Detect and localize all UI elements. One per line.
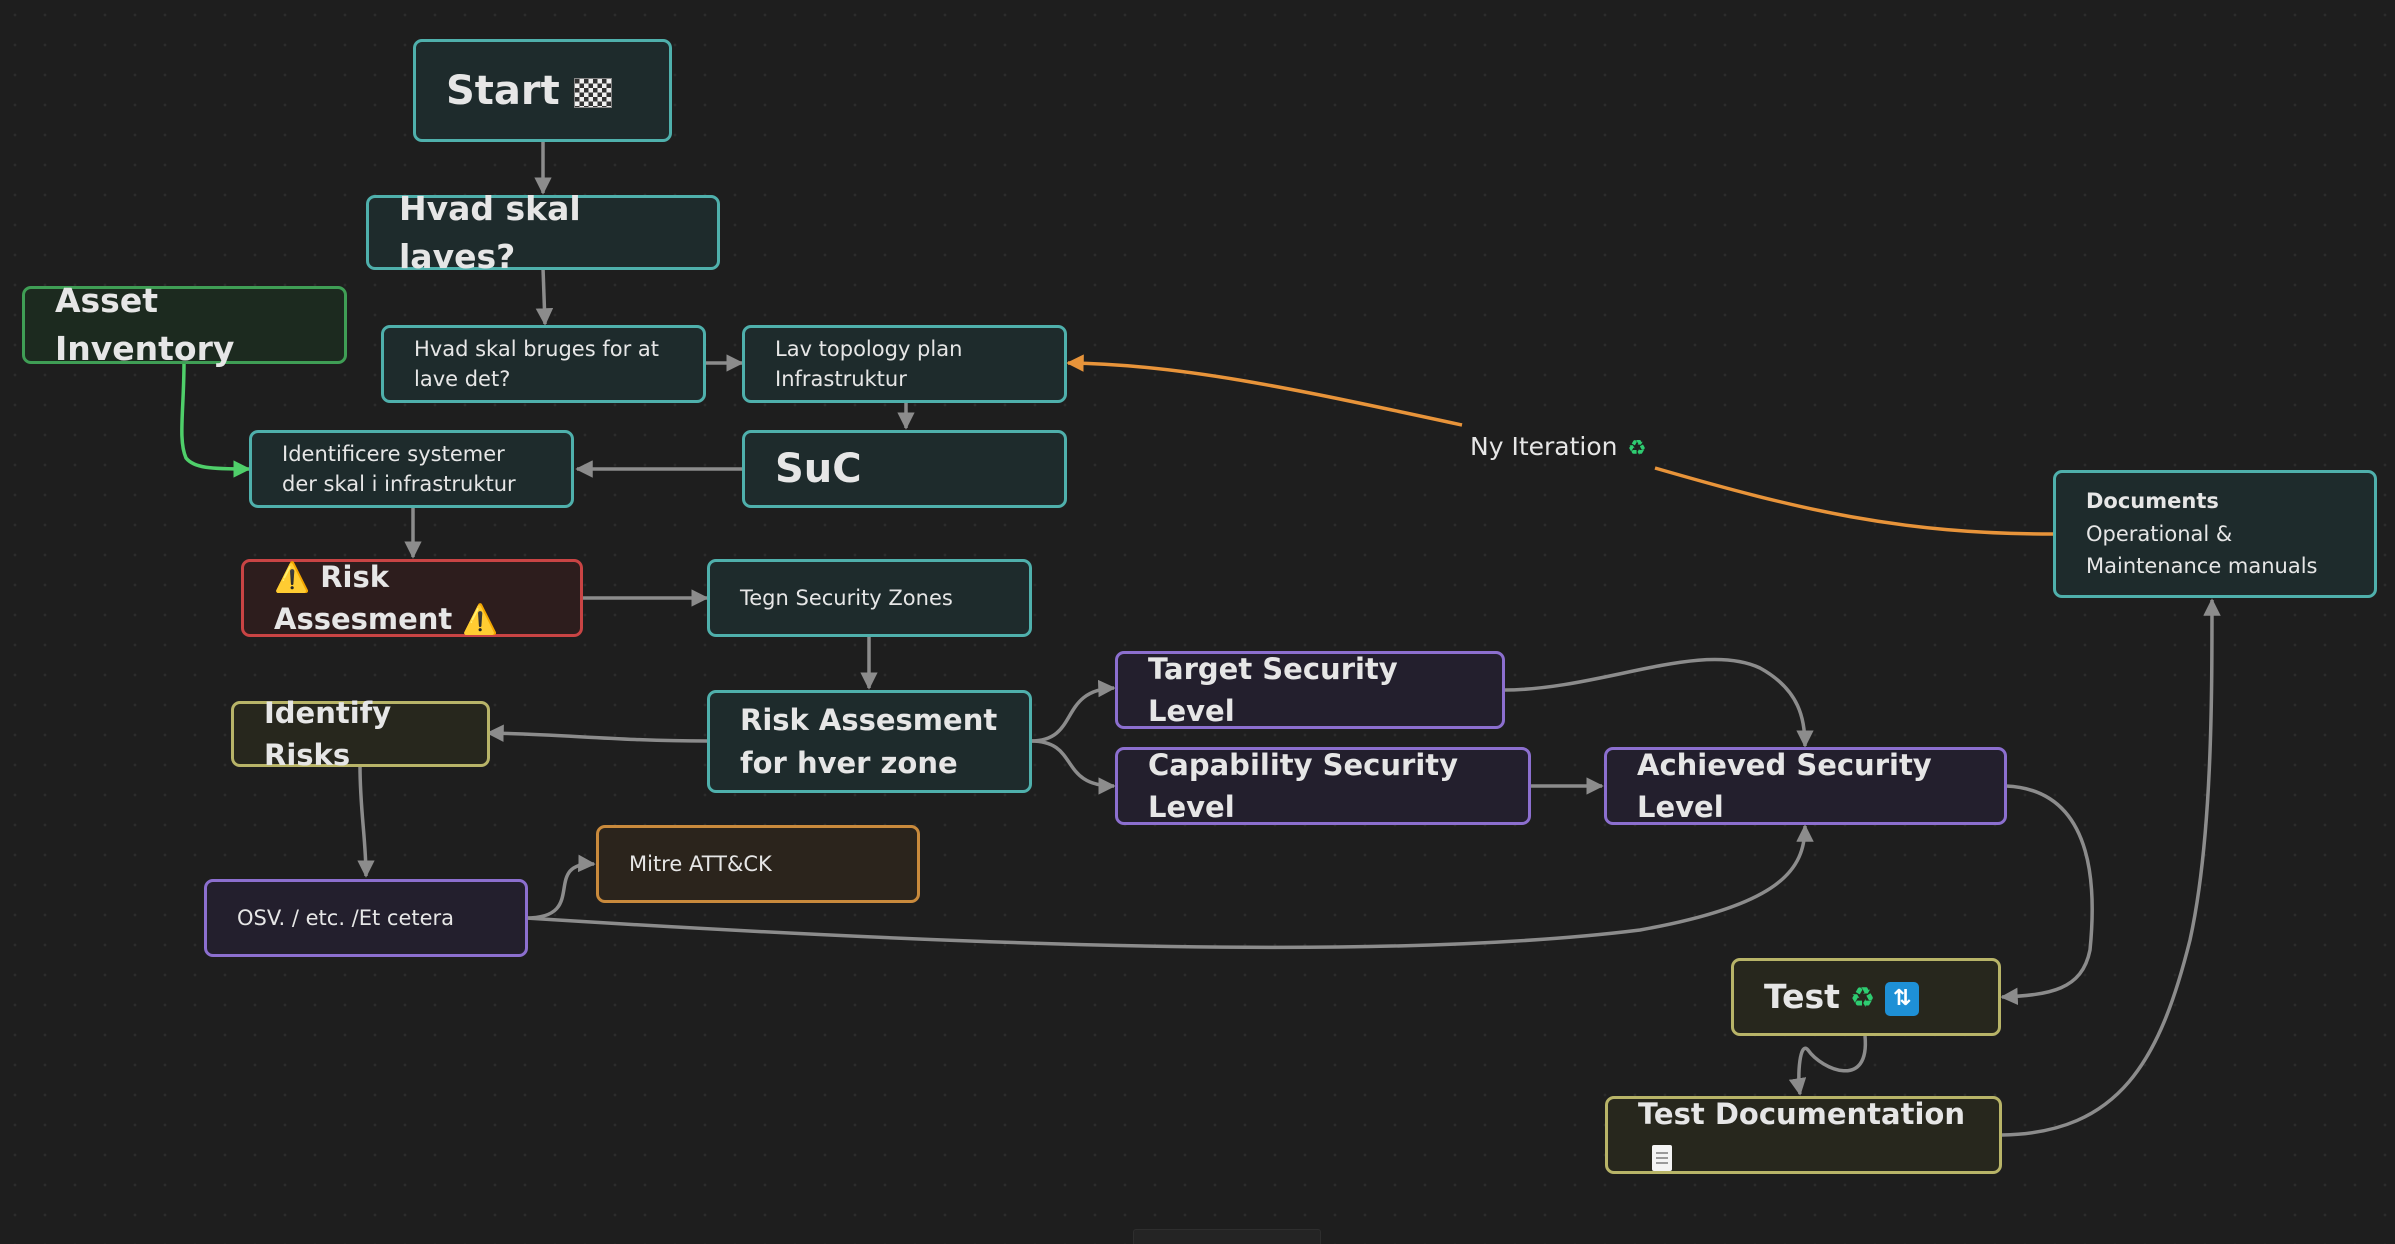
edge-osv-to-mitre[interactable] (525, 854, 596, 920)
node-asset-inventory[interactable]: Asset Inventory (22, 281, 347, 368)
node-target-security-level[interactable]: Target Security Level (1115, 651, 1505, 729)
node-osv[interactable]: OSV. / etc. /Et cetera (204, 879, 528, 957)
node-hvad-skal-laves[interactable]: Hvad skal laves? (366, 189, 720, 276)
node-test-documentation-label: Test Documentation (1638, 1096, 1965, 1131)
node-identificere-label: Identificere systemer der skal i infrast… (282, 441, 516, 496)
node-hvad-skal-bruges-label: Hvad skal bruges for at lave det? (414, 336, 659, 391)
node-capability-security-level-label: Capability Security Level (1148, 747, 1459, 824)
node-risk-assesment-zone[interactable]: Risk Assesment for hver zone (707, 690, 1032, 793)
edge-osv-to-achieved[interactable] (525, 824, 1814, 950)
node-capability-security-level[interactable]: Capability Security Level (1115, 747, 1531, 825)
edge-zone-to-target[interactable] (1030, 679, 1116, 743)
edge-testdoc-to-documents[interactable] (2001, 598, 2221, 1137)
edge-documents-to-topology[interactable] (1068, 363, 2054, 536)
node-test-label: Test (1764, 977, 1840, 1017)
node-mitre-label: Mitre ATT&CK (629, 851, 772, 876)
node-achieved-security-level[interactable]: Achieved Security Level (1604, 747, 2007, 825)
node-identify-risks-label: Identify Risks (264, 695, 392, 772)
node-risk-assesment-zone-label: Risk Assesment for hver zone (740, 703, 998, 780)
node-test-documentation[interactable]: Test Documentation (1605, 1096, 2002, 1174)
edge-label-ny-iteration-text: Ny Iteration (1470, 432, 1618, 461)
node-lav-topology-label: Lav topology plan Infrastruktur (775, 336, 963, 391)
node-hvad-skal-bruges[interactable]: Hvad skal bruges for at lave det? (381, 325, 706, 403)
recycle-icon: ♻ (1627, 435, 1647, 461)
repeat-icon: ⇅ (1885, 981, 1920, 1016)
node-documents-title: Documents (2086, 489, 2219, 514)
page-icon (1652, 1145, 1672, 1171)
edge-achieved-to-test[interactable] (2000, 784, 2094, 1006)
bottom-toolbar-handle[interactable] (1133, 1229, 1321, 1244)
node-target-security-level-label: Target Security Level (1148, 651, 1398, 728)
node-start-label: Start (446, 67, 560, 114)
edge-test-to-testdoc[interactable] (1788, 1035, 1867, 1096)
edge-identify-to-osv[interactable] (357, 765, 375, 878)
edge-target-to-achieved[interactable] (1503, 657, 1814, 748)
node-tegn-security-zones[interactable]: Tegn Security Zones (707, 559, 1032, 637)
node-mitre[interactable]: Mitre ATT&CK (596, 825, 920, 903)
checkered-flag-icon (573, 77, 612, 108)
node-identify-risks[interactable]: Identify Risks (231, 696, 490, 772)
node-documents-line2: Maintenance manuals (2086, 554, 2318, 579)
node-hvad-skal-laves-label: Hvad skal laves? (399, 188, 581, 276)
node-identificere[interactable]: Identificere systemer der skal i infrast… (249, 430, 574, 508)
edge-zone-to-identify[interactable] (486, 724, 708, 743)
node-risk-assesment[interactable]: ⚠️ Risk Assesment ⚠️ (241, 559, 583, 637)
edge-asset-to-identificere[interactable] (180, 361, 251, 478)
node-osv-label: OSV. / etc. /Et cetera (237, 905, 455, 930)
edge-hvad-to-bruges[interactable] (535, 267, 554, 326)
node-achieved-security-level-label: Achieved Security Level (1637, 747, 1932, 824)
node-documents-line1: Operational & (2086, 521, 2233, 546)
node-test[interactable]: Test ♻ ⇅ (1731, 958, 2001, 1036)
node-risk-assesment-label: ⚠️ Risk Assesment ⚠️ (274, 559, 499, 636)
node-documents[interactable]: Documents Operational & Maintenance manu… (2053, 470, 2377, 598)
node-asset-inventory-label: Asset Inventory (55, 281, 235, 368)
node-suc-label: SuC (775, 446, 862, 492)
edge-label-ny-iteration[interactable]: Ny Iteration ♻ (1462, 430, 1655, 463)
node-lav-topology[interactable]: Lav topology plan Infrastruktur (742, 325, 1067, 403)
recycle-icon: ♻ (1849, 981, 1876, 1015)
node-tegn-security-zones-label: Tegn Security Zones (740, 585, 953, 610)
node-start[interactable]: Start (413, 39, 672, 142)
edge-zone-to-capability[interactable] (1030, 739, 1116, 795)
node-suc[interactable]: SuC (742, 430, 1067, 508)
